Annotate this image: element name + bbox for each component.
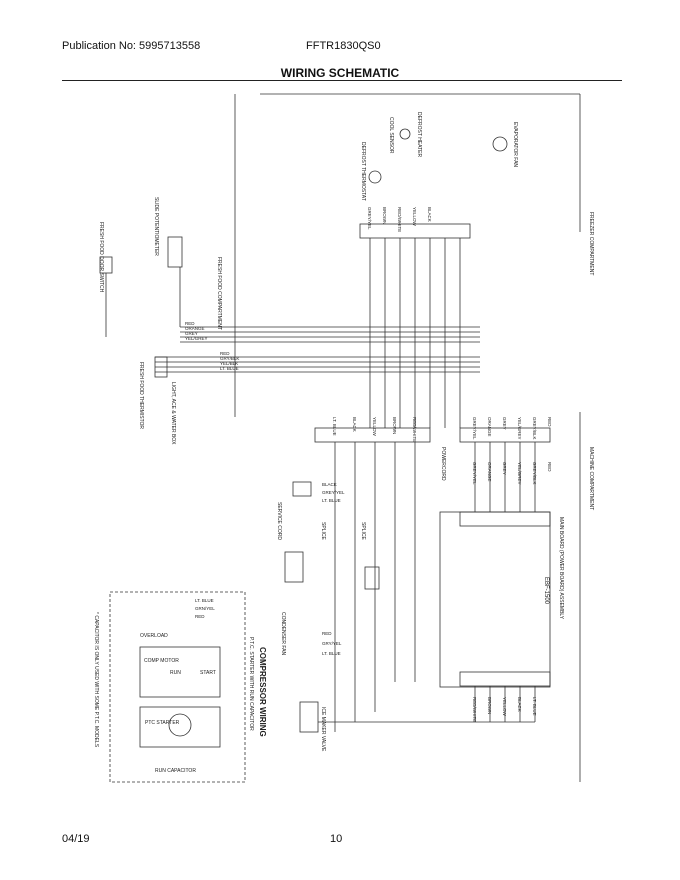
label-machine-compartment: MACHINE COMPARTMENT — [588, 447, 594, 510]
wire-label-board-top-3: YEL/GREY — [517, 462, 522, 485]
page-number: 10 — [330, 833, 343, 845]
wire-label-main-left-3: BROWN — [392, 417, 397, 434]
wire-label-service-wires-2: LT. BLUE — [322, 498, 341, 503]
wire-label-board-top-5: RED — [547, 462, 552, 472]
wire-label-board-top-1: ORANGE — [487, 462, 492, 482]
wire-label-board-bottom-0: RED/WHITE — [472, 697, 477, 722]
wire-label-service-wires-1: GREY/YEL — [322, 490, 345, 495]
wire-label-board-top-0: GREY/YEL — [472, 462, 477, 485]
wire-label-mid-harness-0: RED — [220, 351, 230, 356]
wire-label-main-right-1: ORANGE — [487, 417, 492, 437]
label-start: START — [200, 670, 216, 676]
wire-label-cond-wires-2: LT. BLUE — [322, 651, 341, 656]
wire-label-comp-wires-1: GRN/YEL — [195, 606, 215, 611]
wire-label-board-bottom-2: YELLOW — [502, 697, 507, 717]
label-fresh-food-compartment: FRESH FOOD COMPARTMENT — [216, 257, 222, 330]
wire-label-comp-wires-2: RED — [195, 614, 205, 619]
model-number: FFTR1830QS0 — [306, 40, 381, 52]
wire-label-mid-harness-1: GRY/BLK — [220, 356, 239, 361]
wire-label-upper-harness-0: RED — [185, 321, 195, 326]
label-door-switch: FRESH FOOD DOOR SWITCH — [98, 222, 104, 293]
label-condenser-fan: CONDENSER FAN — [280, 612, 286, 655]
label-ptc-note: P.T.C. STARTER WITH RUN CAPACITOR — [248, 637, 254, 731]
wire-label-main-right-2: GREY — [502, 417, 507, 430]
wire-label-cond-wires-0: RED — [322, 631, 332, 636]
wire-label-main-left-0: LT. BLUE — [332, 417, 337, 436]
label-capacitor-note: * CAPACITOR IS ONLY USED WITH SOME P.T.C… — [93, 612, 99, 748]
wire-label-upper-harness-2: GREY — [185, 331, 198, 336]
wire-label-main-left-4: RED/WHITE — [412, 417, 417, 442]
label-run: RUN — [170, 670, 181, 676]
label-defrost-heater: DEFROST HEATER — [416, 112, 422, 157]
footer-date: 04/19 — [62, 833, 90, 845]
label-ebf: EBF-1500 — [543, 577, 549, 605]
wire-label-main-right-0: GREY/YEL — [472, 417, 477, 440]
wire-label-mid-harness-2: YEL/BLK — [220, 361, 238, 366]
wire-label-board-bottom-4: LT. BLUE — [532, 697, 537, 716]
wire-label-main-left-1: BLACK — [352, 417, 357, 432]
wire-label-comp-wires-0: LT. BLUE — [195, 598, 214, 603]
wire-label-main-right-4: GREY/BLK — [532, 417, 537, 440]
wire-label-service-wires-0: BLACK — [322, 482, 337, 487]
wire-label-freezer-top-1: BROWN — [382, 207, 387, 224]
label-defrost-thermostat: DEFROST THERMOSTAT — [360, 142, 366, 201]
wire-label-board-bottom-1: BROWN — [487, 697, 492, 714]
label-ff-thermistor: FRESH FOOD THERMISTOR — [138, 362, 144, 429]
label-run-capacitor: RUN CAPACITOR — [155, 768, 196, 774]
wire-label-main-right-5: RED — [547, 417, 552, 427]
label-comp-motor: COMP MOTOR — [144, 658, 179, 664]
wire-label-upper-harness-3: YEL/GREY — [185, 336, 208, 341]
wiring-schematic: FREEZER COMPARTMENT FRESH FOOD COMPARTME… — [93, 93, 594, 783]
wire-label-freezer-top-0: GREY/YEL — [367, 207, 372, 230]
wire-label-freezer-top-2: RED/WHITE — [397, 207, 402, 232]
wire-label-main-left-2: YELLOW — [372, 417, 377, 437]
wire-label-freezer-top-4: BLACK — [427, 207, 432, 222]
label-evaporator-fan: EVAPORATOR FAN — [512, 122, 518, 167]
wire-label-cond-wires-1: GRY/YEL — [322, 641, 342, 646]
label-water-valve: ICE MAKER VALVE — [320, 707, 326, 752]
wire-label-upper-harness-1: ORANGE — [185, 326, 205, 331]
label-compressor-wiring: COMPRESSOR WIRING — [258, 647, 267, 737]
label-powercord: POWERCORD — [440, 447, 446, 481]
publication-number: Publication No: 5995713558 — [62, 40, 201, 52]
wire-label-mid-harness-3: LT. BLUE — [220, 366, 239, 371]
label-splice-2: SPLICE — [360, 522, 366, 540]
label-splice-1: SPLICE — [320, 522, 326, 540]
page-title: WIRING SCHEMATIC — [280, 66, 400, 80]
label-main-board: MAIN BOARD (POWER BOARD) ASSEMBLY — [558, 517, 564, 620]
wire-label-board-top-4: GREY/BLK — [532, 462, 537, 485]
wire-label-freezer-top-3: YELLOW — [412, 207, 417, 227]
label-overload: OVERLOAD — [140, 633, 168, 639]
wire-label-main-right-3: YEL/GREY — [517, 417, 522, 440]
label-ptc-starter: PTC STARTER — [145, 720, 180, 726]
label-freezer-compartment: FREEZER COMPARTMENT — [588, 212, 594, 275]
label-cool-sensor: COOL SENSOR — [388, 117, 394, 154]
label-slide-potentiometer: SLIDE POTENTIOMETER — [153, 197, 159, 256]
wire-label-board-top-2: GREY — [502, 462, 507, 475]
label-service-cord: SERVICE CORD — [276, 502, 282, 540]
title-rule — [62, 80, 622, 81]
wire-label-board-bottom-3: BLACK — [517, 697, 522, 712]
label-light: LIGHT, ACE & WATER BOX — [170, 382, 176, 445]
